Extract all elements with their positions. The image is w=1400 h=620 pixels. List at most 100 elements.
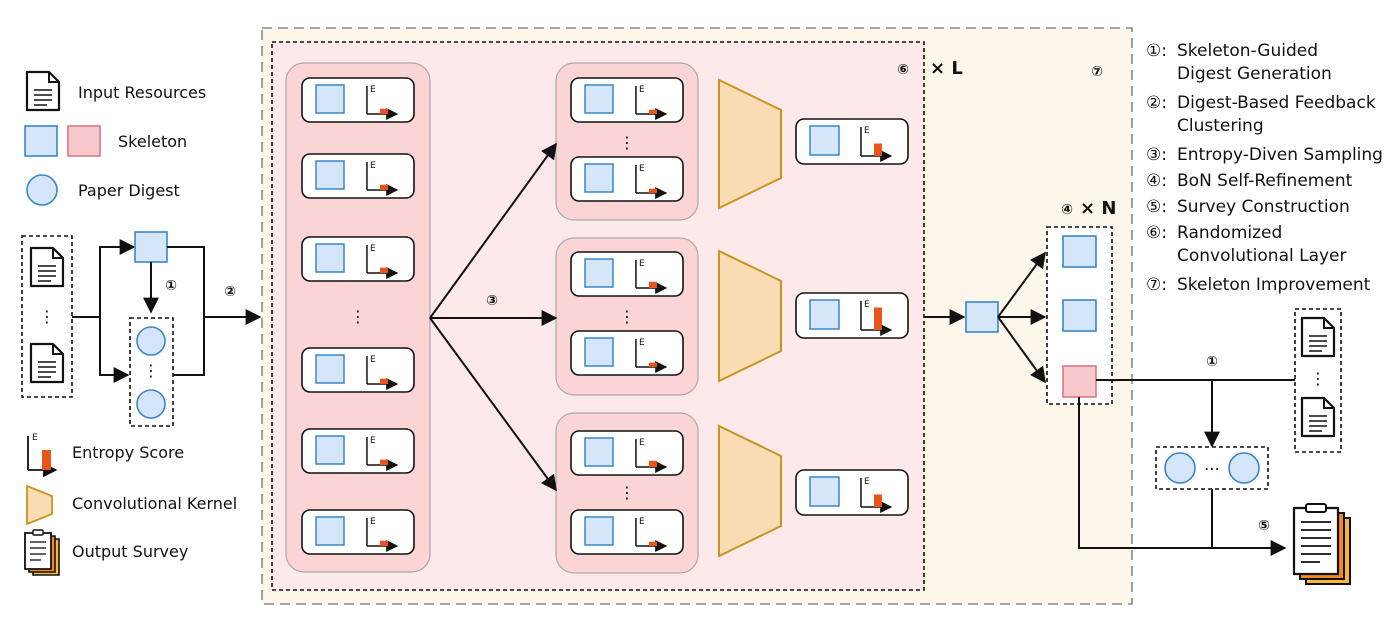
digest-card: E	[570, 156, 684, 202]
step-legend-number: ②:	[1146, 93, 1167, 113]
skeleton-icon	[584, 437, 614, 467]
skeleton-icon	[315, 516, 345, 546]
digest-ellipsis: ⋮	[143, 361, 159, 380]
entropy-axis-label: E	[370, 436, 376, 446]
entropy-axis-label: E	[864, 477, 870, 487]
sampling-arrow-bottom	[429, 317, 557, 492]
paper-digest-icon	[1228, 452, 1260, 484]
entropy-score-icon: E	[635, 164, 668, 199]
step-legend-number: ⑥:	[1146, 223, 1167, 243]
step-legend-number: ①:	[1146, 41, 1167, 61]
legend-convolutional-kernel: Convolutional Kernel	[72, 494, 237, 513]
final-digest-ellipsis: ⋯	[1204, 459, 1220, 478]
legend-entropy-icon: E	[27, 433, 58, 478]
step-legend-number: ⑤:	[1146, 197, 1167, 217]
arrow-to-output-survey	[1078, 397, 1287, 556]
legend-skeleton: Skeleton	[118, 132, 187, 151]
entropy-axis-label: E	[864, 126, 870, 136]
entropy-axis-label: E	[639, 85, 645, 95]
ellipsis: ⋮	[619, 133, 635, 152]
document-icon	[29, 342, 65, 384]
digest-card: E	[301, 236, 415, 282]
digest-card: E	[301, 347, 415, 393]
bon-arrow	[997, 316, 1046, 384]
entropy-axis-label: E	[370, 517, 376, 527]
step-2-mark: ②	[224, 284, 236, 300]
skeleton-icon	[315, 243, 345, 273]
digest-card: E	[795, 118, 909, 165]
paper-digest-icon	[136, 389, 166, 419]
skeleton-icon	[584, 258, 614, 288]
digest-card: E	[795, 469, 909, 516]
step-4-mark: ④	[1061, 202, 1073, 218]
digest-card: E	[570, 430, 684, 476]
step-legend-text: Digest-Based Feedback	[1177, 93, 1376, 113]
digest-card: E	[301, 509, 415, 555]
entropy-score-icon: E	[635, 517, 668, 552]
digest-card: E	[795, 292, 909, 339]
legend-output-survey: Output Survey	[72, 542, 188, 561]
digest-card: E	[570, 77, 684, 123]
skeleton-icon	[134, 231, 168, 263]
entropy-score-icon: E	[635, 338, 668, 373]
step-legend-text: Clustering	[1177, 116, 1264, 136]
entropy-score-icon: E	[860, 300, 893, 336]
digest-card: E	[301, 77, 415, 123]
entropy-axis-label: E	[370, 161, 376, 171]
skeleton-icon	[315, 160, 345, 190]
step-legend-text: Randomized	[1177, 223, 1282, 243]
legend-paper-digest: Paper Digest	[78, 181, 180, 200]
skeleton-icon	[584, 163, 614, 193]
entropy-score-icon: E	[366, 355, 399, 390]
skeleton-icon	[809, 476, 840, 507]
digest-card: E	[301, 153, 415, 199]
step-legend-text: Skeleton-Guided	[1177, 41, 1318, 61]
entropy-axis-label: E	[639, 517, 645, 527]
svg-text:E: E	[32, 433, 38, 443]
right-input-ellipsis: ⋮	[1310, 369, 1326, 388]
digest-card: E	[570, 509, 684, 555]
document-icon	[1300, 396, 1336, 438]
step-1-mark-right: ①	[1206, 354, 1218, 370]
document-icon	[1300, 316, 1336, 358]
entropy-score-icon: E	[366, 161, 399, 196]
legend-skeleton-red-icon	[67, 125, 101, 157]
convolutional-kernel-bottom	[718, 424, 782, 558]
step-legend-text: Convolutional Layer	[1177, 246, 1347, 266]
skeleton-icon	[315, 435, 345, 465]
step-legend-number: ③:	[1146, 145, 1167, 165]
legend-digest-icon	[26, 174, 58, 206]
legend-input-resources: Input Resources	[78, 83, 206, 102]
entropy-axis-label: E	[639, 338, 645, 348]
output-survey-icon	[1292, 503, 1351, 585]
input-ellipsis: ⋮	[39, 307, 55, 326]
digest-card: E	[570, 330, 684, 376]
skeleton-icon	[584, 516, 614, 546]
entropy-score-icon: E	[860, 477, 893, 513]
legend-output-survey-icon	[24, 529, 60, 576]
convolutional-kernel-middle	[718, 249, 782, 383]
skeleton-icon	[584, 84, 614, 114]
skeleton-icon	[584, 337, 614, 367]
step-7-mark: ⑦	[1091, 64, 1103, 80]
step-1-mark: ①	[165, 278, 177, 294]
entropy-score-icon: E	[635, 259, 668, 294]
skeleton-icon	[315, 354, 345, 384]
ellipsis: ⋮	[350, 307, 366, 326]
step-legend-text: BoN Self-Refinement	[1177, 171, 1353, 191]
connector-line	[167, 246, 205, 317]
entropy-score-icon: E	[635, 85, 668, 120]
skeleton-icon	[315, 84, 345, 114]
connector-line	[173, 317, 205, 376]
entropy-score-icon: E	[366, 436, 399, 471]
digest-card: E	[570, 251, 684, 297]
skeleton-icon	[809, 299, 840, 330]
document-icon	[29, 246, 65, 288]
paper-digest-icon	[136, 326, 166, 356]
entropy-axis-label: E	[639, 259, 645, 269]
digest-card: E	[301, 428, 415, 474]
